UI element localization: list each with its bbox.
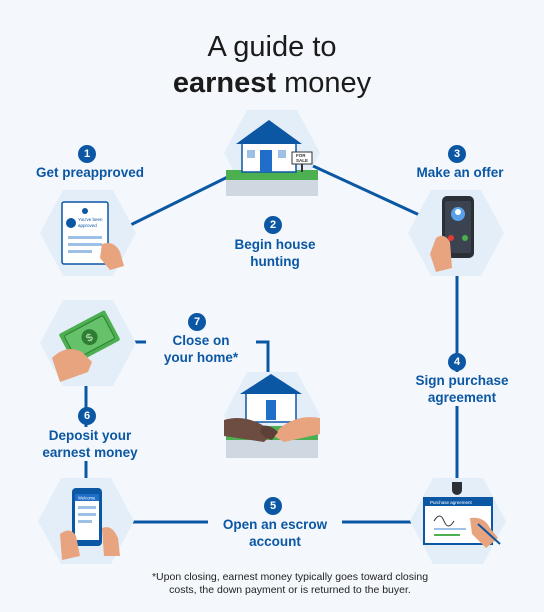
step-7-label: Close on your home* [146, 332, 256, 366]
step-3-label: Make an offer [400, 164, 520, 181]
sale-sign-line2: SALE [296, 158, 308, 163]
cash-in-hand-icon: $ [40, 300, 136, 386]
step-6-label-line1: Deposit your [48, 428, 132, 443]
closing-footnote: *Upon closing, earnest money typically g… [80, 571, 500, 597]
step-1-label: Get preapproved [22, 164, 158, 181]
step-2-label-line1: Begin house [234, 237, 316, 252]
step-6-label: Deposit your earnest money [26, 427, 154, 461]
sale-sign-line1: FOR [296, 153, 306, 158]
step-5-label: Open an escrow account [208, 516, 342, 550]
step-4-number: 4 [448, 353, 466, 371]
approval-text-line1: You've been [78, 217, 103, 222]
step-2-label-line2: hunting [250, 254, 300, 269]
page-title-line1: A guide to [207, 31, 337, 63]
svg-text:$: $ [84, 331, 95, 344]
page-title-rest: money [276, 67, 372, 99]
step-7-label-line2: your home* [163, 350, 239, 365]
approval-text-line2: approved [78, 223, 97, 228]
phone-call-icon [408, 190, 504, 276]
step-7-number: 7 [188, 313, 206, 331]
step-6-number: 6 [78, 407, 96, 425]
step-3-label-text: Make an offer [416, 165, 504, 180]
house-for-sale-icon: FOR SALE [224, 110, 320, 196]
step-5-number: 5 [264, 497, 282, 515]
purchase-agreement-icon: Purchase agreement [410, 478, 506, 564]
footnote-line1: *Upon closing, earnest money typically g… [151, 571, 429, 583]
page-title-line2: earnest money [0, 66, 544, 100]
approval-letter-icon: You've been approved [40, 190, 136, 276]
step-6-label-line2: earnest money [42, 445, 138, 460]
handshake-house-icon [224, 372, 320, 458]
step-5-label-line1: Open an escrow [222, 517, 328, 532]
step-2-label: Begin house hunting [208, 236, 342, 270]
step-4-label: Sign purchase agreement [398, 372, 526, 406]
step-7-label-line1: Close on [172, 333, 230, 348]
step-4-label-line2: agreement [427, 390, 497, 405]
step-3-number: 3 [448, 145, 466, 163]
step-2-number: 2 [264, 216, 282, 234]
mobile-header: Welcome [78, 496, 96, 501]
step-5-label-line2: account [249, 534, 301, 549]
step-4-label-line1: Sign purchase [415, 373, 509, 388]
step-1-number: 1 [78, 145, 96, 163]
step-1-label-text: Get preapproved [35, 165, 145, 180]
page-title-bold: earnest [172, 67, 277, 99]
agreement-header: Purchase agreement [430, 500, 473, 505]
footnote-line2: costs, the down payment or is returned t… [169, 584, 411, 596]
mobile-deposit-icon: Welcome [38, 478, 134, 564]
